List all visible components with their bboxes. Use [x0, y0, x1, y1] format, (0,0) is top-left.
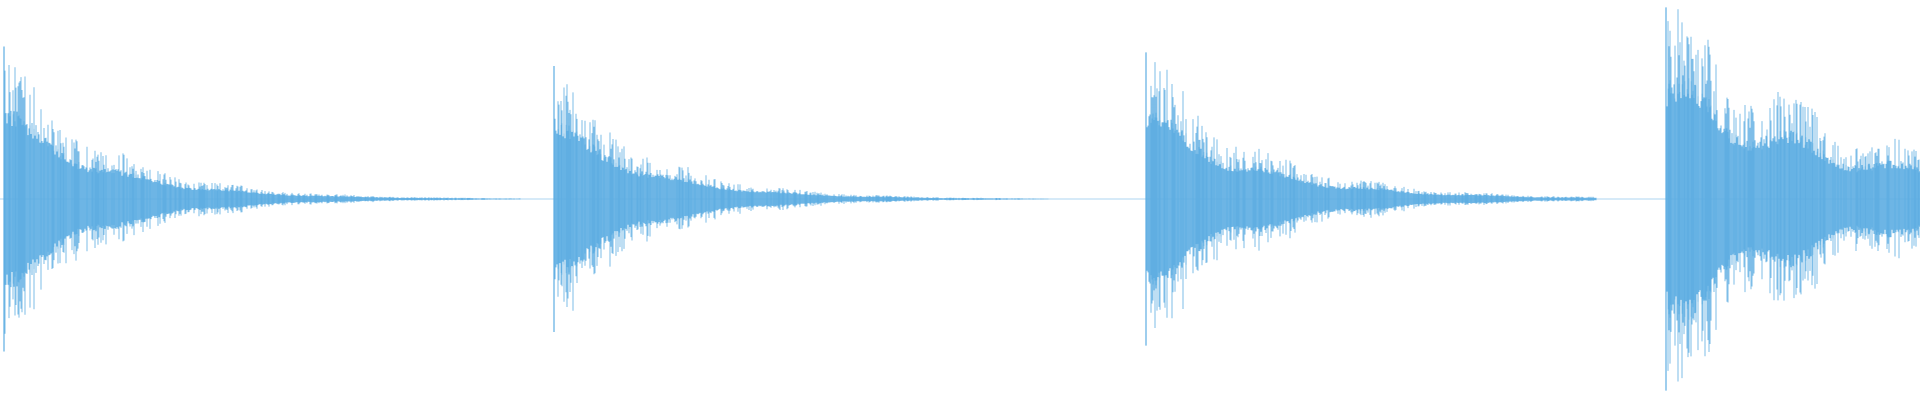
waveform-spikes	[4, 65, 521, 334]
waveform-spikes	[1667, 9, 1920, 382]
waveform-hit-1	[3, 46, 521, 352]
waveform-hits	[3, 7, 1920, 391]
waveform-hit-4	[1665, 7, 1920, 391]
waveform-body	[4, 110, 521, 288]
waveform-spikes	[1150, 62, 1594, 328]
waveform-spikes	[557, 84, 1044, 311]
waveform-hit-2	[553, 66, 1049, 332]
waveform-hit-3	[1145, 52, 1597, 346]
